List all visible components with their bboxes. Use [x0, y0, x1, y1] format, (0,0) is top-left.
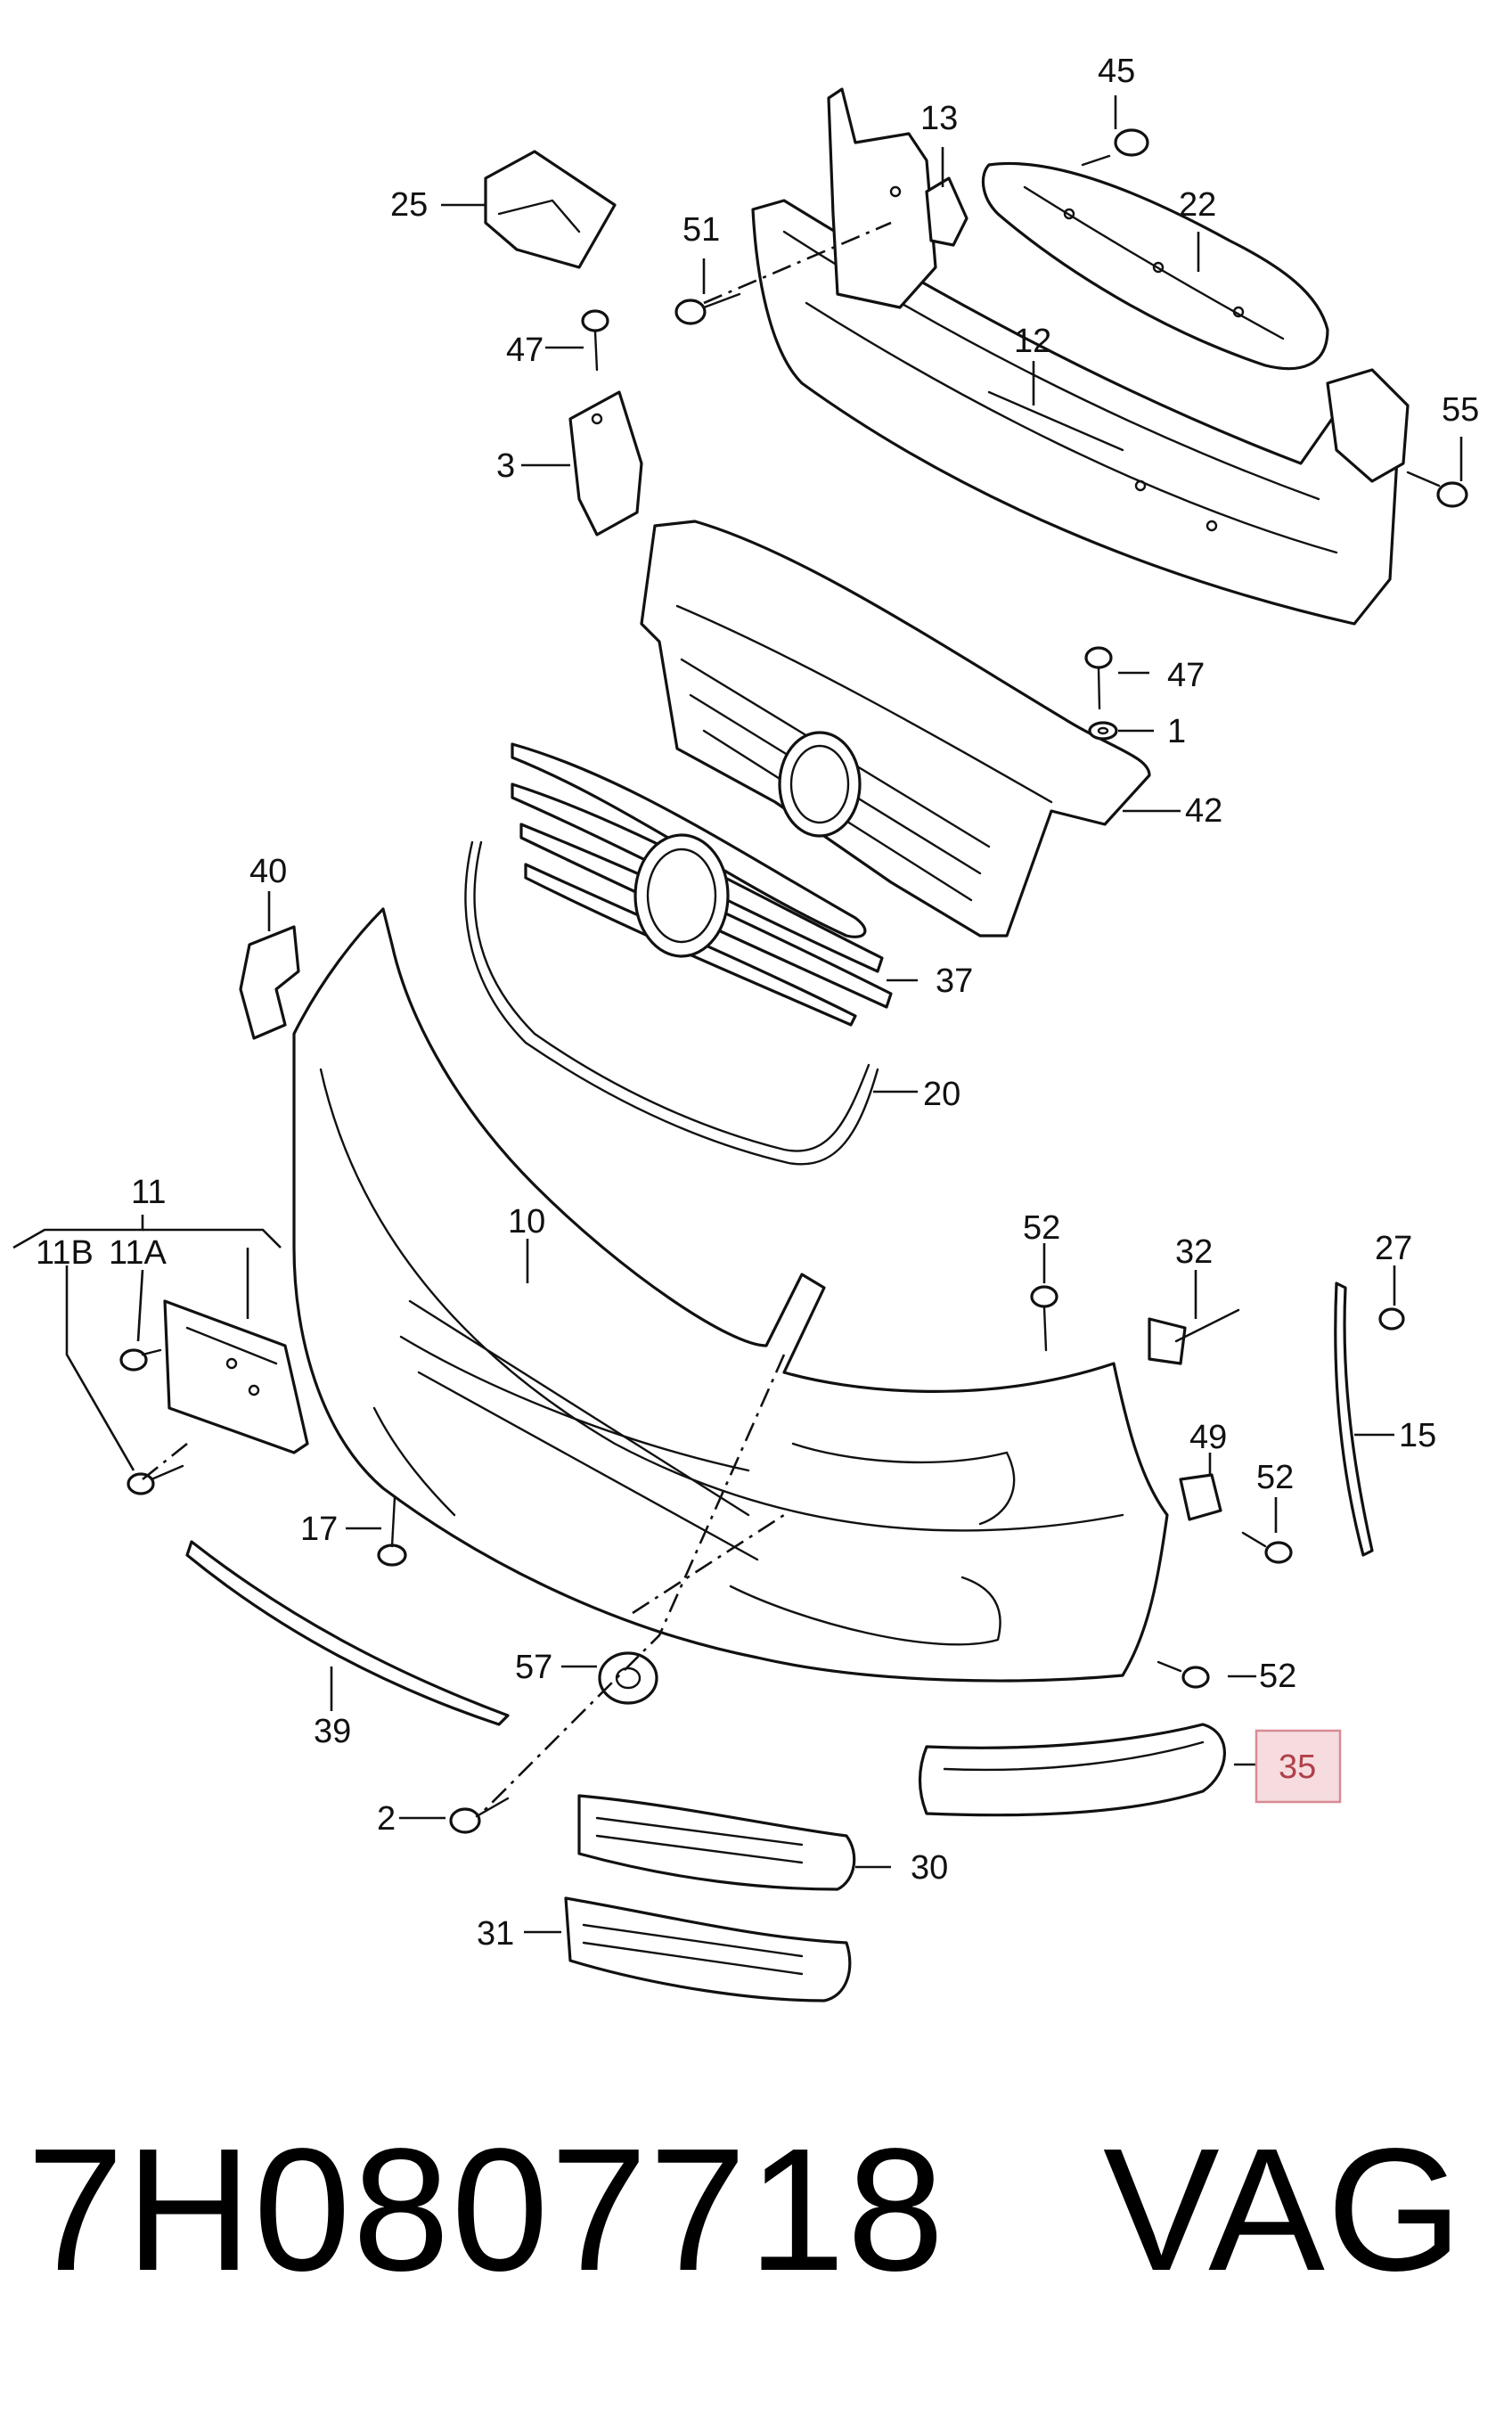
callout-2: 2 [377, 1800, 396, 1838]
callout-25: 25 [390, 186, 428, 224]
callout-40: 40 [249, 853, 287, 890]
callout-57: 57 [515, 1649, 552, 1686]
callout-49: 49 [1189, 1419, 1227, 1456]
leader-lines [12, 95, 1463, 1934]
part-11-license-plate-holder [163, 1299, 309, 1454]
part-25-bracket [484, 150, 617, 269]
highlight-callout-35 [1255, 1729, 1342, 1804]
callout-52-side: 52 [1256, 1459, 1294, 1496]
callout-17: 17 [300, 1511, 338, 1548]
screw-52-lower [1156, 1660, 1210, 1689]
part-39-moulding-strip [185, 1540, 510, 1726]
callout-10: 10 [508, 1203, 545, 1241]
callout-11a: 11A [109, 1234, 167, 1272]
callout-42: 42 [1185, 792, 1222, 830]
callout-15: 15 [1399, 1417, 1436, 1454]
callout-35: 35 [1279, 1748, 1316, 1786]
callout-1: 1 [1167, 713, 1186, 750]
part-32-bracket [1148, 1308, 1240, 1365]
part-10-bumper-cover [292, 907, 1169, 1683]
callout-52-lower: 52 [1259, 1658, 1296, 1695]
callout-39: 39 [314, 1713, 351, 1750]
part-13-bracket [925, 176, 968, 247]
screw-52-top [1030, 1285, 1058, 1352]
part-49-clip [1179, 1473, 1222, 1521]
screw-47-top [581, 309, 609, 372]
callout-13: 13 [920, 100, 958, 137]
callout-11: 11 [131, 1174, 166, 1211]
screw-2 [449, 1797, 510, 1834]
callout-12: 12 [1014, 323, 1051, 360]
grommet-57 [598, 1651, 658, 1705]
callout-32: 32 [1175, 1233, 1213, 1271]
part-42-upper-grille [640, 520, 1151, 938]
callout-45: 45 [1098, 53, 1135, 90]
callout-3: 3 [496, 447, 515, 485]
callout-47-grille: 47 [1167, 657, 1205, 694]
callout-11b: 11B [36, 1234, 94, 1272]
part-40-bracket [239, 925, 300, 1040]
bolt-51 [674, 292, 741, 325]
part-30-fog-grille-right [577, 1794, 856, 1891]
callout-27: 27 [1375, 1230, 1412, 1267]
bolt-55 [1406, 471, 1468, 508]
part-22-energy-absorber [981, 161, 1329, 371]
part-3-side-bracket [568, 390, 643, 536]
part-37-grille-slats [511, 742, 893, 1027]
callout-20: 20 [923, 1076, 960, 1113]
callout-labels: 25 13 45 51 22 12 47 55 3 47 1 42 40 37 … [36, 53, 1479, 1953]
callout-51: 51 [682, 211, 720, 249]
part-15-side-strip [1334, 1282, 1374, 1557]
part-31-fog-grille-left [564, 1896, 852, 2002]
clip-11b [127, 1464, 184, 1495]
part-number: 7H0807718 [27, 2112, 946, 2307]
part-20-trim-strip [464, 840, 879, 1166]
callout-55: 55 [1442, 391, 1479, 429]
screw-17 [377, 1495, 407, 1567]
screw-52-side [1241, 1531, 1293, 1564]
screw-47-grille [1084, 646, 1113, 710]
footer: 7H0807718 VAG [0, 2103, 1512, 2317]
fasteners [119, 128, 1468, 1834]
callout-22: 22 [1179, 186, 1216, 224]
bolt-45 [1081, 128, 1149, 167]
callout-31: 31 [477, 1915, 514, 1953]
callout-47-top: 47 [506, 332, 544, 369]
washer-1 [1088, 721, 1118, 741]
callout-52-top: 52 [1023, 1209, 1060, 1247]
part-12-impact-beam [751, 87, 1410, 626]
assembly-lines [142, 221, 892, 1814]
callout-30: 30 [911, 1849, 948, 1887]
callout-37: 37 [936, 962, 973, 1000]
nut-27 [1378, 1307, 1405, 1331]
part-35-lower-spoiler [918, 1723, 1226, 1817]
clip-11a [119, 1348, 162, 1372]
brand-name: VAG [1103, 2112, 1465, 2307]
